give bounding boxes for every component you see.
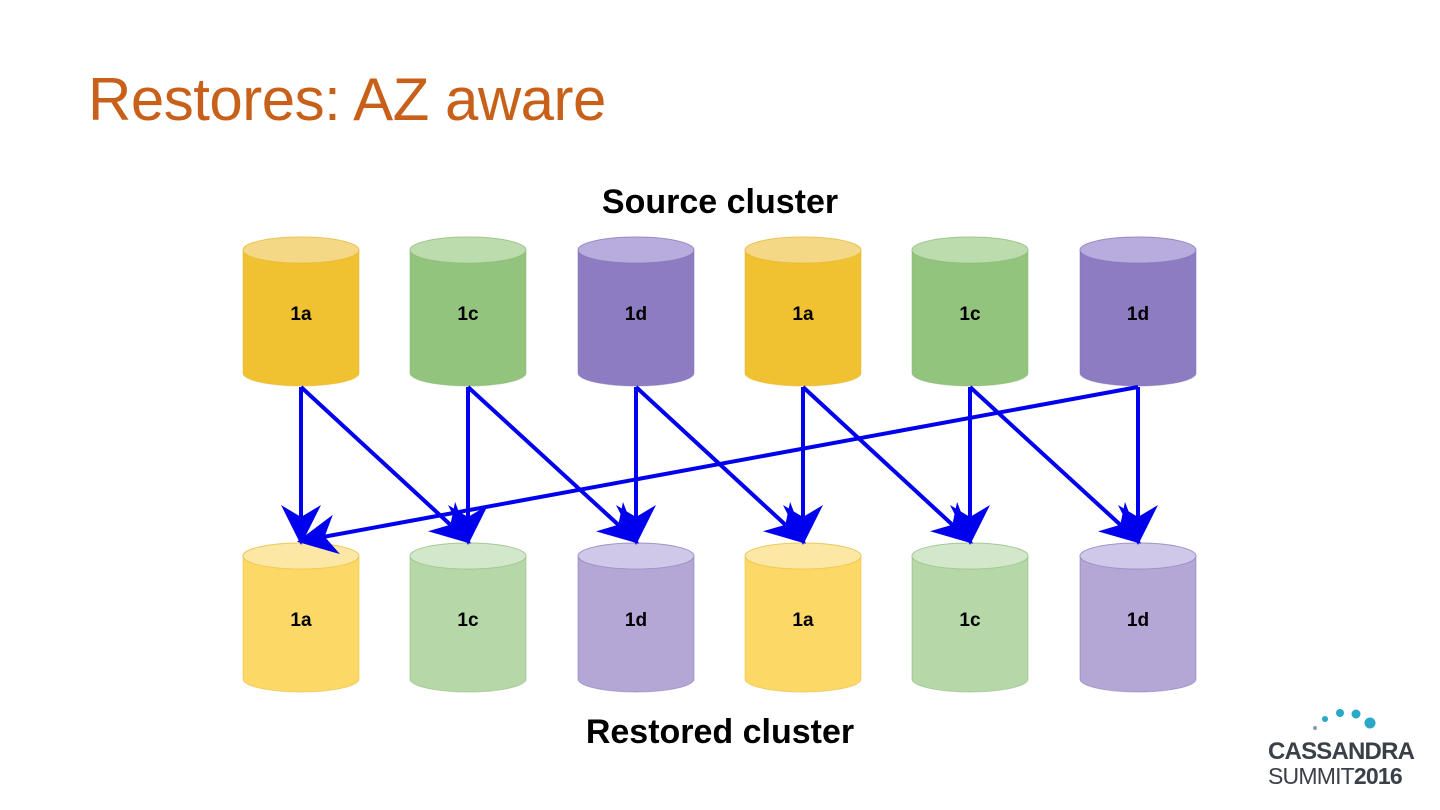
- restore-arrows: [281, 385, 1158, 555]
- logo-dot: [1364, 717, 1376, 729]
- node-label: 1a: [290, 610, 312, 631]
- restored-node-1c: 1c: [911, 542, 1029, 693]
- restore-arrow-4-to-5: [968, 385, 1141, 544]
- cassandra-summit-logo: CASSANDRA SUMMIT2016: [1262, 704, 1422, 794]
- restore-arrow-5-to-0: [297, 385, 1139, 555]
- logo-text-year: 2016: [1353, 763, 1403, 789]
- logo-dot: [1351, 709, 1361, 719]
- source-cluster-nodes: 1a 1c 1d 1a 1c 1d: [242, 236, 1197, 387]
- node-label: 1c: [959, 610, 981, 631]
- node-label: 1d: [625, 610, 647, 631]
- cylinder-top: [409, 236, 527, 264]
- slide-title: Restores: AZ aware: [88, 66, 606, 133]
- source-node-1c: 1c: [911, 236, 1029, 387]
- restore-arrow-1-to-2: [466, 385, 639, 544]
- node-label: 1d: [625, 304, 647, 325]
- cylinder-top: [1079, 236, 1197, 264]
- node-label: 1a: [792, 304, 814, 325]
- cylinder-top: [911, 542, 1029, 570]
- restored-cluster-label: Restored cluster: [585, 713, 855, 751]
- node-label: 1c: [457, 304, 479, 325]
- source-cluster-label: Source cluster: [601, 183, 839, 221]
- source-node-1d: 1d: [1079, 236, 1197, 387]
- logo-text-cassandra: CASSANDRA: [1268, 738, 1415, 765]
- source-node-1d: 1d: [577, 236, 695, 387]
- logo-dot: [1313, 726, 1317, 730]
- cylinder-top: [1079, 542, 1197, 570]
- node-label: 1c: [457, 610, 479, 631]
- cylinder-top: [744, 236, 862, 264]
- cylinder-top: [577, 236, 695, 264]
- cylinder-top: [242, 236, 360, 264]
- node-label: 1d: [1127, 610, 1149, 631]
- source-node-1a: 1a: [744, 236, 862, 387]
- restored-node-1a: 1a: [242, 542, 360, 693]
- logo-text-summit-word: SUMMIT: [1268, 763, 1355, 789]
- logo-dot: [1336, 709, 1344, 717]
- restored-node-1d: 1d: [577, 542, 695, 693]
- cylinder-top: [744, 542, 862, 570]
- logo-dots-icon: [1313, 709, 1376, 730]
- cylinder-top: [409, 542, 527, 570]
- logo-text-summit: SUMMIT2016: [1268, 763, 1403, 789]
- logo-dot: [1322, 716, 1328, 722]
- node-label: 1d: [1127, 304, 1149, 325]
- restored-node-1a: 1a: [744, 542, 862, 693]
- restored-node-1d: 1d: [1079, 542, 1197, 693]
- restored-node-1c: 1c: [409, 542, 527, 693]
- cylinder-top: [577, 542, 695, 570]
- cylinder-top: [911, 236, 1029, 264]
- restored-cluster-nodes: 1a 1c 1d 1a 1c 1d: [242, 542, 1197, 693]
- node-label: 1a: [290, 304, 312, 325]
- restore-arrow-3-to-4: [801, 385, 973, 544]
- node-label: 1a: [792, 610, 814, 631]
- node-label: 1c: [959, 304, 981, 325]
- restore-arrow-0-to-1: [299, 385, 471, 544]
- source-node-1c: 1c: [409, 236, 527, 387]
- source-node-1a: 1a: [242, 236, 360, 387]
- cylinder-top: [242, 542, 360, 570]
